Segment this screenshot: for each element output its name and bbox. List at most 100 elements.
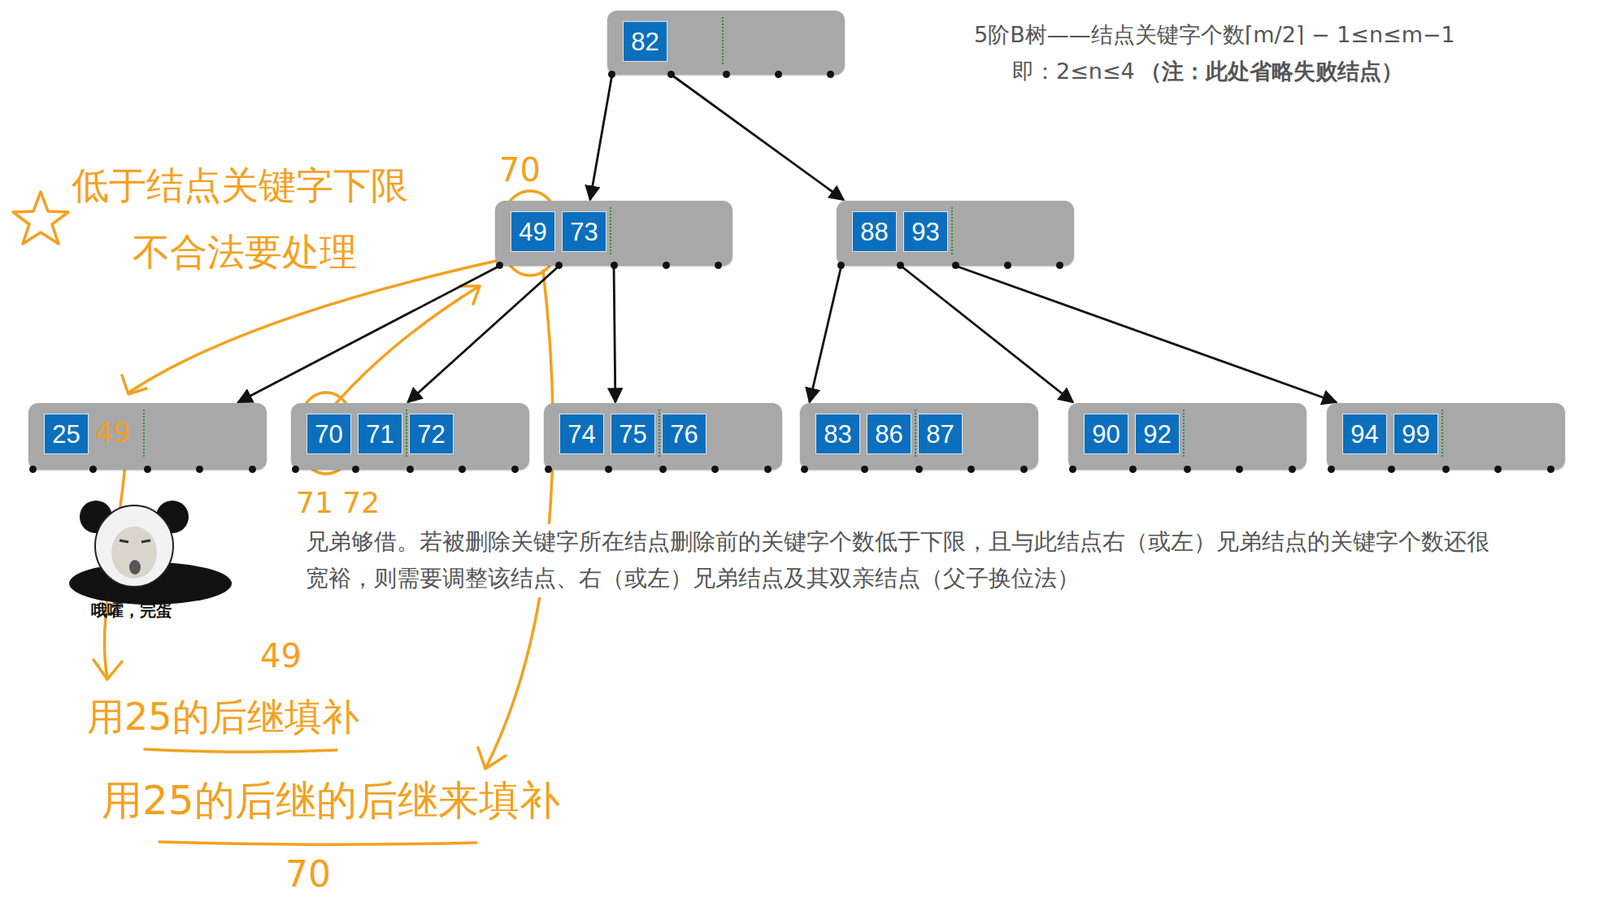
tree-edge bbox=[955, 265, 1337, 403]
pointer-dot bbox=[1442, 465, 1450, 474]
pointer-dot bbox=[555, 261, 563, 270]
key-box: 90 bbox=[1083, 413, 1129, 455]
star-mark bbox=[13, 191, 69, 244]
tree-edge bbox=[408, 265, 560, 403]
handwritten-note: 71 72 bbox=[295, 486, 380, 520]
key-box: 49 bbox=[510, 211, 556, 253]
btree-node: 9092 bbox=[1068, 403, 1307, 470]
note-text: 即：2≤n≤4 bbox=[1012, 56, 1135, 87]
hand-arrow-head bbox=[93, 660, 122, 680]
pointer-dot bbox=[1056, 261, 1064, 270]
pointer-dot bbox=[608, 70, 616, 79]
pointer-dot bbox=[1327, 465, 1335, 474]
key-row: 82 bbox=[622, 21, 668, 62]
key-box: 99 bbox=[1393, 413, 1439, 455]
tree-edge bbox=[809, 265, 842, 403]
pointer-dot bbox=[610, 261, 618, 270]
pointer-dot bbox=[764, 465, 772, 474]
note-text: 5阶B树——结点关键字个数⌈m/2⌉ − 1≤n≤m−1 bbox=[973, 20, 1456, 50]
pointer-dot bbox=[406, 465, 414, 474]
key-row: 9499 bbox=[1342, 413, 1439, 455]
pointer-dot bbox=[659, 465, 667, 474]
pointer-dot bbox=[352, 465, 360, 474]
tree-edge bbox=[900, 265, 1074, 403]
pointer-divider bbox=[951, 207, 953, 255]
handwritten-note: 用25的后继的后继来填补 bbox=[101, 773, 561, 829]
pointer-dot bbox=[1494, 465, 1502, 474]
pointer-dot bbox=[89, 465, 97, 474]
hand-arrow-head bbox=[478, 747, 506, 770]
pointer-dot bbox=[662, 261, 670, 270]
key-box: 86 bbox=[866, 413, 912, 455]
handwritten-note: 49 bbox=[260, 637, 302, 675]
pointer-dot bbox=[1129, 465, 1137, 474]
pointer-dot bbox=[1020, 465, 1028, 474]
pointer-divider bbox=[658, 409, 661, 457]
note-text: 哦嚯，完蛋 bbox=[91, 600, 173, 622]
handwritten-note: 不合法要处理 bbox=[132, 227, 357, 279]
underline-mark bbox=[144, 749, 337, 753]
panda-meme bbox=[69, 500, 232, 605]
pointer-divider bbox=[1441, 409, 1444, 457]
pointer-dot bbox=[837, 261, 845, 270]
pointer-divider bbox=[1182, 409, 1185, 457]
pointer-dot bbox=[800, 465, 809, 474]
btree-node: 707172 bbox=[291, 403, 530, 470]
key-box: 76 bbox=[661, 413, 707, 455]
key-box: 83 bbox=[815, 413, 861, 455]
pointer-dot bbox=[860, 465, 869, 474]
key-box: 70 bbox=[306, 413, 352, 455]
pointer-dot bbox=[952, 261, 960, 270]
pointer-dot bbox=[714, 261, 722, 270]
pointer-dot bbox=[291, 465, 300, 474]
btree-node: 9499 bbox=[1326, 403, 1566, 470]
tree-edge bbox=[590, 74, 613, 200]
pointer-dot bbox=[195, 465, 204, 474]
key-row: 8893 bbox=[852, 211, 948, 253]
pointer-dot bbox=[774, 70, 783, 79]
pointer-dot bbox=[495, 261, 504, 270]
pointer-dot bbox=[1183, 465, 1192, 474]
btree-node: 8893 bbox=[836, 200, 1074, 266]
pointer-dot bbox=[604, 465, 613, 474]
key-box: 71 bbox=[357, 413, 403, 455]
btree-node: 4973 bbox=[495, 200, 733, 266]
description-text: 兄弟够借。若被删除关键字所在结点删除前的关键字个数低于下限，且与此结点右（或左）… bbox=[305, 524, 1509, 598]
btree-node: 25 bbox=[28, 403, 267, 470]
key-row: 747576 bbox=[559, 413, 707, 455]
pointer-dot bbox=[967, 465, 975, 474]
tree-edge bbox=[613, 265, 616, 403]
key-box: 94 bbox=[1342, 413, 1387, 455]
key-box: 92 bbox=[1134, 413, 1180, 455]
hand-arrow-head bbox=[460, 286, 480, 305]
pointer-dot bbox=[458, 465, 466, 474]
key-row: 9092 bbox=[1083, 413, 1180, 455]
pointer-dot bbox=[143, 465, 152, 474]
pointer-divider bbox=[609, 207, 612, 255]
pointer-divider bbox=[405, 409, 408, 457]
pointer-dot bbox=[1387, 465, 1396, 474]
key-box: 73 bbox=[561, 211, 607, 253]
btree-node: 747576 bbox=[543, 403, 783, 470]
note-text: （注：此处省略失败结点） bbox=[1139, 56, 1404, 87]
handwritten-note: 低于结点关键字下限 bbox=[71, 160, 409, 212]
btree-node: 82 bbox=[607, 10, 845, 75]
handwritten-note: 70 bbox=[285, 853, 331, 896]
key-row: 25 bbox=[43, 413, 89, 455]
hand-arrow-head bbox=[121, 375, 147, 395]
key-box: 75 bbox=[610, 413, 656, 455]
pointer-dot bbox=[722, 70, 731, 79]
hand-arrow bbox=[333, 286, 479, 407]
pointer-dot bbox=[1004, 261, 1012, 270]
pointer-dot bbox=[511, 465, 519, 474]
handwritten-note: 70 bbox=[499, 151, 541, 189]
pointer-dot bbox=[915, 465, 923, 474]
key-row: 838687 bbox=[815, 413, 963, 455]
pointer-dot bbox=[1235, 465, 1244, 474]
key-box: 72 bbox=[408, 413, 454, 455]
pointer-divider bbox=[143, 409, 145, 457]
btree-node: 838687 bbox=[800, 403, 1039, 470]
hand-arrow bbox=[130, 260, 500, 392]
key-box: 82 bbox=[622, 21, 668, 62]
key-box: 93 bbox=[903, 211, 948, 253]
